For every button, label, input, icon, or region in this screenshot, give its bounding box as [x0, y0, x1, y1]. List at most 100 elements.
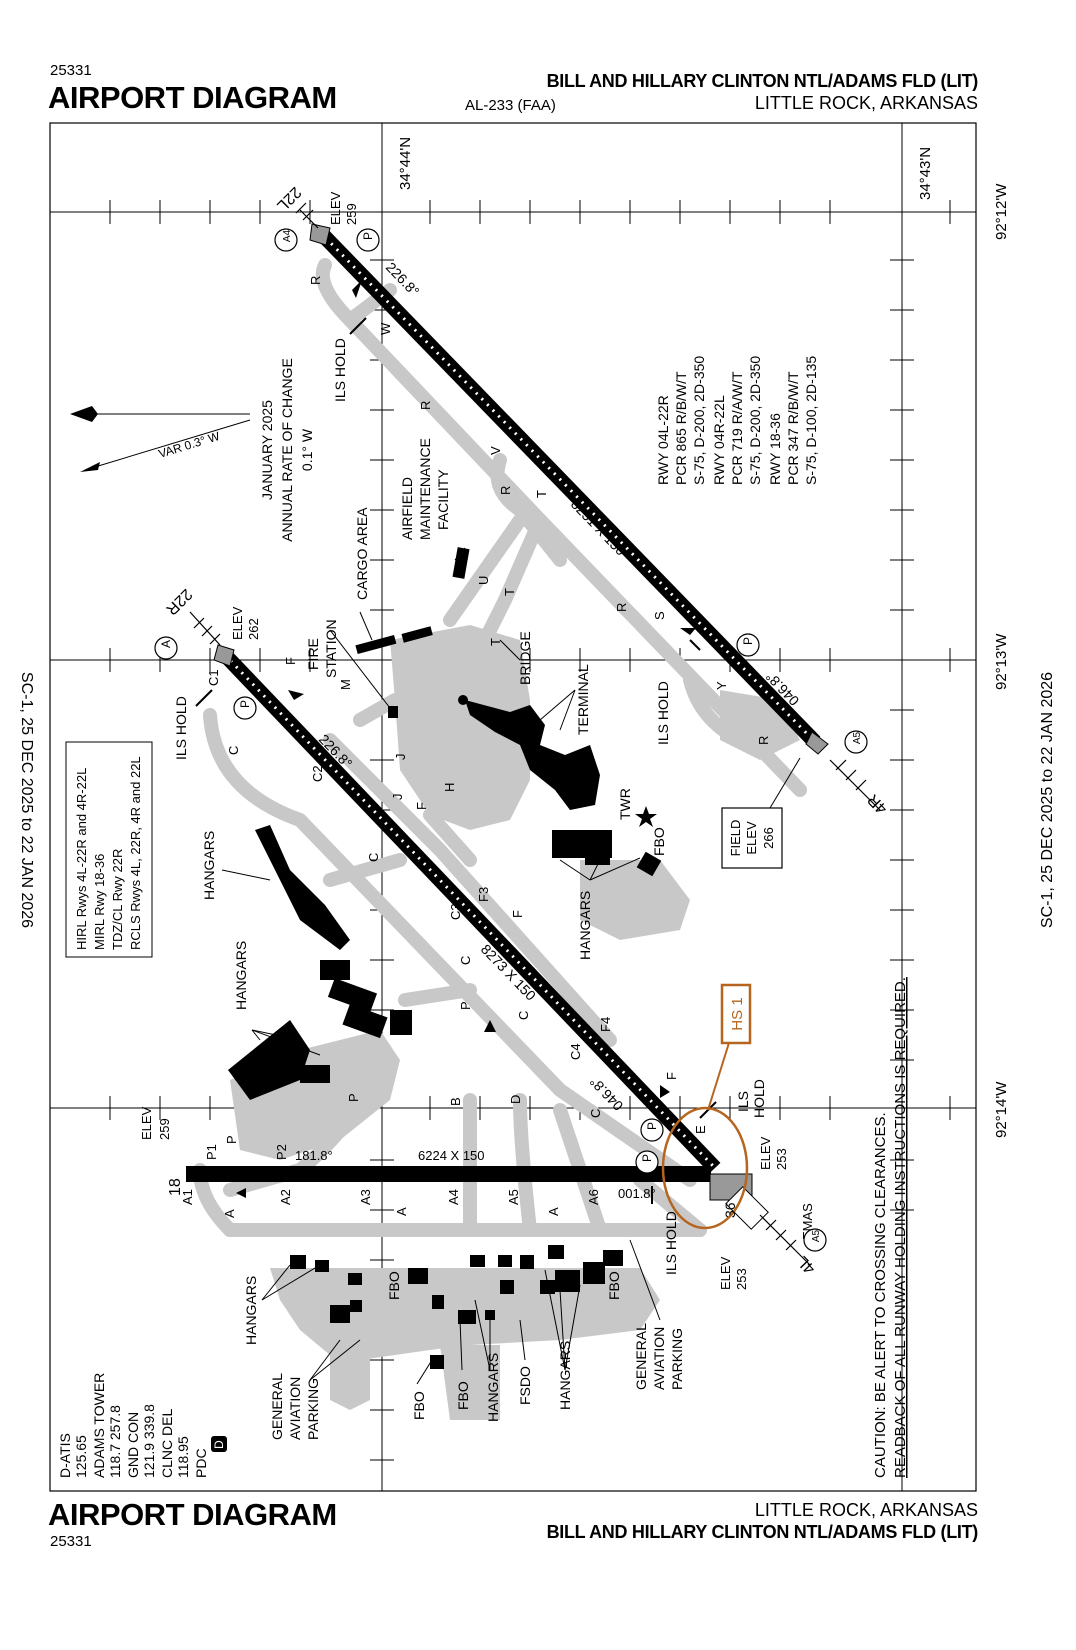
field-elev-value: 266: [761, 827, 776, 849]
comms-0: D-ATIS: [57, 1433, 73, 1478]
rwy-22l-elev: 259: [344, 203, 359, 225]
twy-r-5: R: [756, 736, 771, 745]
city-state-bottom: LITTLE ROCK, ARKANSAS: [754, 1500, 978, 1520]
chart-title-top: AIRPORT DIAGRAM: [48, 80, 337, 115]
twy-b: B: [448, 1097, 463, 1106]
park-icon-5: P: [640, 1154, 654, 1162]
field-elev-label1: FIELD: [728, 820, 743, 857]
twy-a6: A6: [586, 1189, 601, 1205]
rwy-18-elev: 259: [157, 1118, 172, 1140]
twy-w: W: [378, 322, 393, 335]
ga-label-1c: PARKING: [305, 1378, 321, 1440]
lighting-1: MIRL Rwy 18-36: [92, 854, 107, 950]
rwy-36-elev: 253: [734, 1268, 749, 1290]
twy-r-1: R: [308, 276, 323, 285]
twy-a1: A1: [180, 1189, 195, 1205]
comms-6: CLNC DEL: [159, 1409, 175, 1478]
lighting-0: HIRL Rwys 4L-22R and 4R-22L: [74, 768, 89, 950]
rwy-data-6: RWY 18-36: [767, 413, 783, 485]
fire-label: FIRE: [305, 638, 321, 670]
hangars-label-sw: HANGARS: [243, 1276, 259, 1345]
lon-label-1: 92°12'W: [993, 183, 1010, 240]
twy-f-3: F: [510, 910, 525, 918]
twy-f-1: F: [283, 657, 298, 665]
twy-c3: C3: [448, 903, 463, 920]
twy-p-2: P: [346, 1093, 361, 1102]
chart-number-top: 25331: [50, 62, 92, 79]
hangars-label-west-2: HANGARS: [233, 941, 249, 1010]
twy-c-3: C: [458, 956, 473, 965]
fbo-label-s4: FBO: [606, 1271, 622, 1300]
d-badge-label: D: [212, 1440, 226, 1449]
rwy-18-heading: 181.8°: [295, 1148, 333, 1163]
twy-v: V: [488, 446, 503, 455]
graticule: [50, 123, 976, 1491]
twr-label: TWR: [617, 788, 633, 820]
runway-arrow-icons: [236, 280, 696, 1198]
maintenance-label: MAINTENANCE: [417, 438, 433, 540]
comms-4: GND CON: [125, 1412, 141, 1478]
twy-t-1: T: [534, 490, 549, 498]
magnetic-north-arrowhead: [80, 462, 100, 472]
rwy-18-end: 18: [167, 1178, 184, 1196]
park-icon-1: P: [361, 232, 375, 240]
rate-value: 0.1° W: [299, 428, 315, 471]
twy-p-3: P: [224, 1135, 239, 1144]
rcls-a5-icon-2: A5: [811, 1229, 822, 1242]
caution-line-1: CAUTION: BE ALERT TO CROSSING CLEARANCES…: [872, 1112, 889, 1478]
runway-04l-22r: [219, 649, 721, 1174]
comms-7: 118.95: [175, 1436, 191, 1478]
comms-3: 118.7 257.8: [107, 1405, 123, 1478]
magnetic-north-line: [84, 419, 251, 471]
twy-f-2: F: [414, 802, 429, 810]
runway-04r-22l-centerline-lights: [318, 230, 817, 744]
ga-label-1a: GENERAL: [269, 1373, 285, 1440]
twy-j-2: J: [390, 794, 405, 801]
ga-label-2c: PARKING: [669, 1328, 685, 1390]
chart-title-bottom: AIRPORT DIAGRAM: [48, 1497, 337, 1532]
var-label: VAR 0.3° W: [157, 429, 222, 461]
park-icon-2: P: [238, 700, 252, 708]
rwy-data-5: S-75, D-200, 2D-350: [747, 356, 763, 485]
twy-p1: P1: [204, 1144, 219, 1160]
ils-hold-label-1: ILS HOLD: [332, 338, 348, 402]
field-elev-label2: ELEV: [744, 821, 759, 855]
hot-spot-box[interactable]: [720, 983, 752, 1045]
airport-name-top: BILL AND HILLARY CLINTON NTL/ADAMS FLD (…: [546, 71, 979, 91]
hangars-label-west-1: HANGARS: [201, 831, 217, 900]
emas-area: [725, 1186, 769, 1230]
terminal-label: TERMINAL: [575, 664, 591, 735]
approach-lights: [189, 202, 881, 1266]
fbo-label-s1: FBO: [386, 1271, 402, 1300]
bridge-label: BRIDGE: [517, 631, 533, 685]
hot-spot-label: HS 1: [729, 997, 746, 1030]
twy-a-2: A: [394, 1207, 409, 1216]
true-north-arrowhead: [70, 406, 98, 422]
rwy-4r-end: 4R: [864, 791, 890, 818]
park-icon-3: P: [741, 637, 755, 645]
twy-p2: P2: [274, 1144, 289, 1160]
rwy-22l-elev-label: ELEV: [328, 191, 343, 225]
twy-f-4: F: [664, 1072, 679, 1080]
comms-1: 125.65: [73, 1435, 89, 1478]
lighting-box: [65, 741, 153, 958]
city-state-top: LITTLE ROCK, ARKANSAS: [754, 93, 978, 113]
rwy-data-0: RWY 04L-22R: [655, 395, 671, 485]
tower-star-icon: [635, 806, 657, 827]
runway-data-block: RWY 04L-22R PCR 865 R/B/W/T S-75, D-200,…: [655, 356, 819, 485]
twy-c-1: C: [226, 746, 241, 755]
airfield-label: AIRFIELD: [399, 477, 415, 540]
rwy-36-heading: 001.8°: [618, 1186, 656, 1201]
rwy-22r-elev-label: ELEV: [230, 606, 245, 640]
twy-a3: A3: [358, 1189, 373, 1205]
rwy-data-4: PCR 719 R/A/W/T: [729, 371, 745, 485]
buildings: [228, 547, 662, 1369]
twy-t-2: T: [502, 588, 517, 596]
rate-label: ANNUAL RATE OF CHANGE: [279, 358, 295, 542]
twy-m: M: [338, 679, 353, 690]
lon-label-2: 92°13'W: [993, 633, 1010, 690]
twy-p-1: P: [458, 1001, 473, 1010]
rwy-4l-end: 4L: [794, 1252, 819, 1277]
twy-a-3: A: [546, 1207, 561, 1216]
